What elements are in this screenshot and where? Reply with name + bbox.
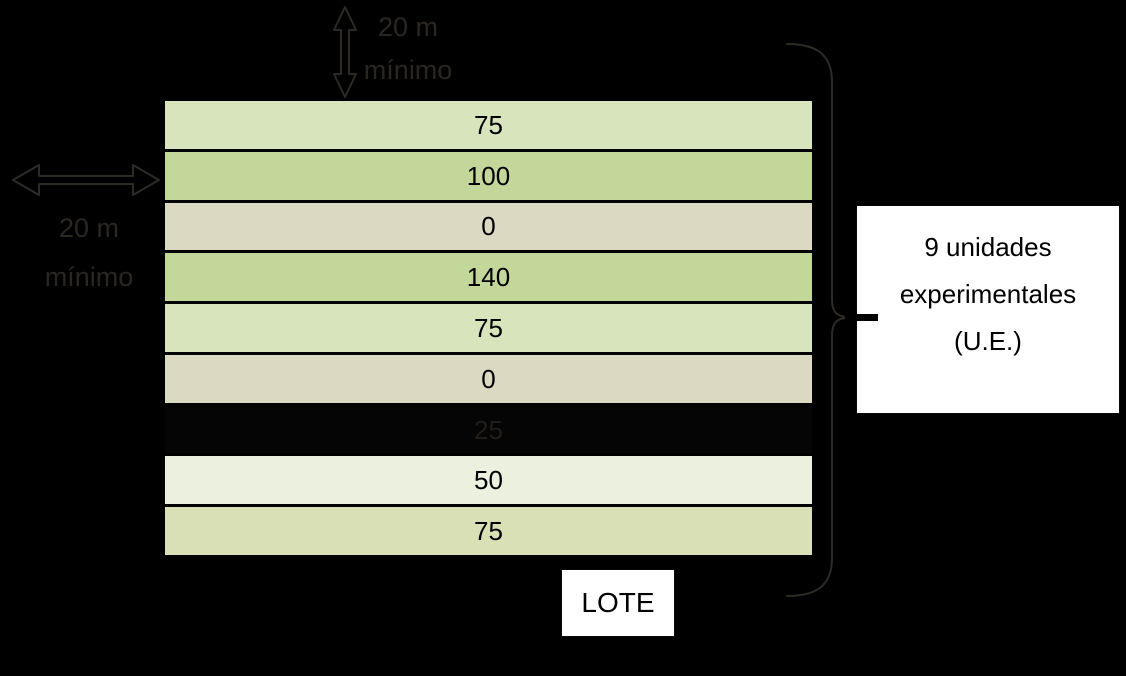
lote-label-box: LOTE <box>561 569 675 637</box>
lote-label: LOTE <box>581 587 655 618</box>
experimental-unit-row: 140 <box>165 250 812 302</box>
experimental-unit-row: 25 <box>165 402 812 454</box>
treatment-value: 75 <box>474 109 503 140</box>
top-spacing-label: 20 m mínimo <box>348 6 468 92</box>
horizontal-double-arrow-icon <box>12 164 160 196</box>
top-spacing-line1: 20 m <box>377 12 439 42</box>
top-spacing-line2: mínimo <box>363 55 453 85</box>
experimental-unit-row: 0 <box>165 199 812 251</box>
experimental-units-table: 75 100 0 140 75 0 25 50 75 <box>163 99 814 557</box>
experimental-unit-row: 50 <box>165 453 812 505</box>
treatment-value: 100 <box>466 160 511 191</box>
ue-callout-line1: 9 unidades <box>924 232 1052 262</box>
treatment-value: 140 <box>466 262 511 293</box>
treatment-value: 0 <box>481 211 496 242</box>
left-spacing-line2: mínimo <box>44 262 134 292</box>
ue-callout-line2: experimentales <box>899 279 1077 309</box>
experimental-unit-row: 75 <box>165 301 812 352</box>
treatment-value: 75 <box>474 516 503 547</box>
ue-callout-box: 9 unidades experimentales (U.E.) <box>856 205 1120 414</box>
ue-callout-line3: (U.E.) <box>954 326 1022 356</box>
experimental-unit-row: 75 <box>165 504 812 556</box>
treatment-value: 0 <box>481 363 496 394</box>
left-spacing-label: 20 m mínimo <box>27 204 151 302</box>
treatment-value: 75 <box>474 313 503 344</box>
treatment-value: 50 <box>474 465 503 496</box>
treatment-value: 25 <box>474 414 503 445</box>
experimental-unit-row: 0 <box>165 351 812 403</box>
experimental-unit-row: 75 <box>165 101 812 149</box>
left-spacing-line1: 20 m <box>58 213 120 243</box>
experimental-unit-row: 100 <box>165 148 812 200</box>
